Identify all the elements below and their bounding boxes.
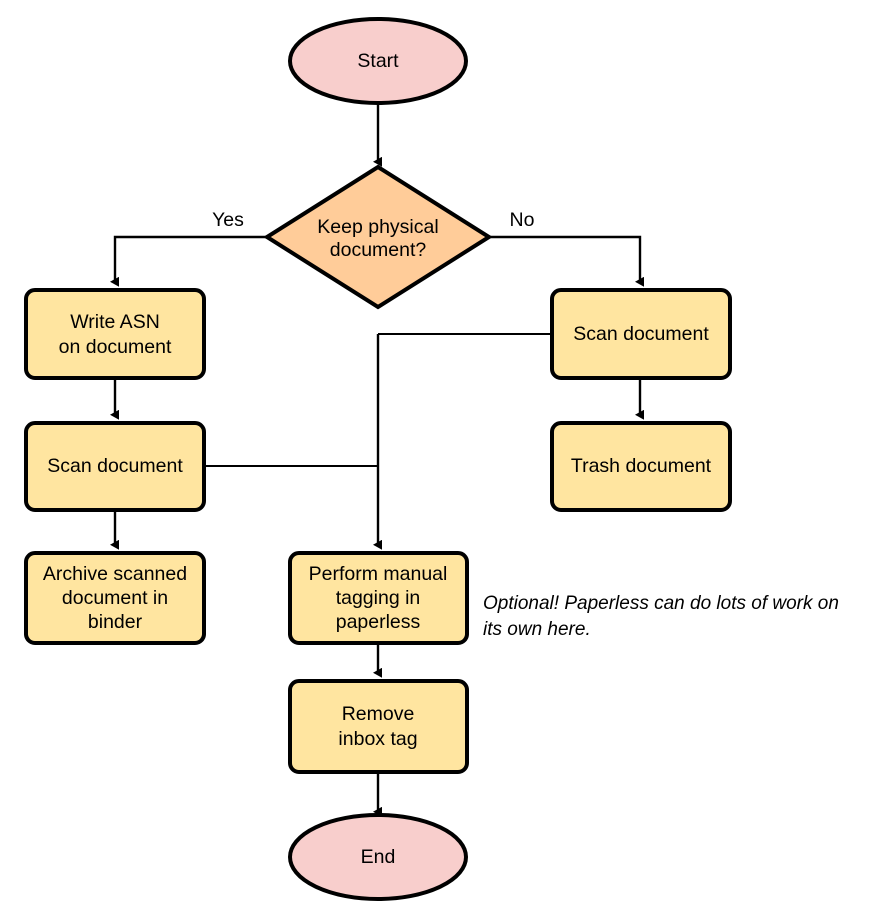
edge-decision-no-to-scan-right: [490, 235, 644, 287]
archive-box-shape: [24, 551, 206, 645]
tagging-label-line2: tagging in: [336, 587, 421, 609]
decision-diamond-shape: [263, 164, 493, 310]
end-ellipse-shape: [288, 813, 468, 901]
scan-document-left-box-shape: [24, 421, 206, 512]
remove-inbox-box-shape: [288, 679, 469, 774]
node-scan-document-right[interactable]: Scan document: [550, 288, 732, 380]
node-remove-inbox-tag[interactable]: Remove inbox tag: [288, 679, 469, 774]
archive-label-line3: binder: [88, 611, 143, 633]
remove-inbox-label-line1: Remove: [342, 703, 415, 725]
optional-note-line2: its own here.: [483, 619, 591, 640]
start-label: Start: [357, 50, 399, 72]
decision-label-line1: Keep physical: [317, 216, 438, 238]
start-ellipse-shape: [288, 17, 468, 105]
optional-note-line1: Optional! Paperless can do lots of work …: [483, 593, 839, 614]
edge-label-no: No: [510, 209, 535, 231]
node-end[interactable]: End: [288, 813, 468, 901]
node-start[interactable]: Start: [288, 17, 468, 105]
edge-decision-yes-to-write-asn: [110, 235, 266, 287]
edge-label-yes: Yes: [212, 209, 244, 231]
node-perform-manual-tagging[interactable]: Perform manual tagging in paperless: [288, 551, 469, 645]
write-asn-label-line2: on document: [59, 336, 172, 358]
decision-label-line2: document?: [330, 239, 427, 261]
write-asn-label-line1: Write ASN: [70, 311, 160, 333]
trash-document-label: Trash document: [571, 455, 712, 477]
scan-document-left-label: Scan document: [47, 455, 183, 477]
trash-document-box-shape: [550, 421, 732, 512]
archive-label-line2: document in: [62, 587, 168, 609]
tagging-label-line3: paperless: [336, 611, 421, 633]
write-asn-box-shape: [24, 288, 206, 380]
end-label: End: [361, 846, 396, 868]
tagging-box-shape: [288, 551, 469, 645]
node-scan-document-left[interactable]: Scan document: [24, 421, 206, 512]
node-write-asn-on-document[interactable]: Write ASN on document: [24, 288, 206, 380]
scan-document-right-label: Scan document: [573, 323, 709, 345]
node-trash-document[interactable]: Trash document: [550, 421, 732, 512]
node-archive-scanned-document[interactable]: Archive scanned document in binder: [24, 551, 206, 645]
remove-inbox-label-line2: inbox tag: [338, 728, 417, 750]
scan-document-right-box-shape: [550, 288, 732, 380]
node-decision-keep-physical-document[interactable]: Keep physical document?: [263, 164, 493, 310]
tagging-label-line1: Perform manual: [309, 563, 448, 585]
annotation-optional-note: Optional! Paperless can do lots of work …: [483, 593, 839, 640]
archive-label-line1: Archive scanned: [43, 563, 187, 585]
